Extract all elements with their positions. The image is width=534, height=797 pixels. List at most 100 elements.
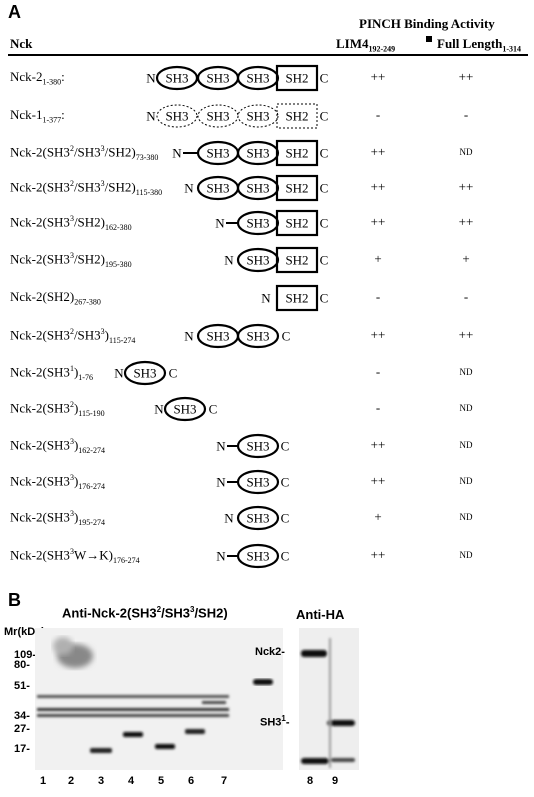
construct-label: Nck-11-377: [10, 107, 65, 125]
label-sh3-1: SH31- [260, 714, 290, 729]
full-length-activity: ++ [458, 69, 474, 84]
construct-label: Nck-21-380: [10, 69, 65, 87]
construct-label: Nck-2(SH31)1-76 [10, 364, 93, 382]
lim4-activity: ++ [370, 179, 386, 194]
sh3-domain-label: SH3 [246, 109, 269, 124]
full-length-activity: ++ [458, 327, 474, 342]
c-terminus: C [320, 216, 329, 231]
c-terminus: C [281, 439, 290, 454]
full-length-activity: ND [459, 440, 473, 450]
full-length-activity: - [463, 107, 469, 122]
sh3-domain [123, 360, 167, 386]
construct-label: Nck-2(SH32/SH33)115-274 [10, 327, 136, 345]
sh3-domain [236, 469, 280, 495]
c-terminus: C [281, 549, 290, 564]
construct-label: Nck-2(SH32)115-190 [10, 400, 105, 418]
sh3-domain-label: SH3 [246, 253, 269, 268]
c-terminus: C [209, 402, 218, 417]
c-terminus: C [320, 181, 329, 196]
n-terminus: N [224, 253, 234, 268]
construct-label: Nck-2(SH33W→K)176-274 [10, 547, 140, 565]
full-length-activity: ND [459, 147, 473, 157]
lane-number: 1 [39, 775, 47, 787]
sh3-domain-label: SH3 [165, 109, 188, 124]
lane-number: 8 [306, 775, 314, 787]
full-length-activity: ND [459, 476, 473, 486]
lim4-activity: - [375, 107, 381, 122]
n-terminus: N [146, 71, 156, 86]
lane-number: 3 [97, 775, 105, 787]
sh2-domain [275, 174, 319, 202]
sh2-domain [276, 103, 318, 129]
sh2-domain-label: SH2 [285, 253, 308, 268]
n-terminus: N [114, 366, 124, 381]
sh3-domain-label: SH3 [165, 71, 188, 86]
lim4-column-header: LIM4192-249 [336, 36, 396, 54]
sh3-domain [236, 433, 280, 459]
c-terminus: C [320, 109, 329, 124]
sh3-domain-label: SH3 [206, 71, 229, 86]
lane-number: 6 [187, 775, 195, 787]
c-terminus: C [320, 146, 329, 161]
full-length-activity: ND [459, 550, 473, 560]
sh3-domain [236, 505, 280, 531]
marker-27: 27- [14, 723, 30, 735]
activity-title: PINCH Binding Activity [359, 16, 495, 31]
lim4-activity: ++ [370, 547, 386, 562]
panel-b-letter: B [8, 590, 21, 610]
sh2-domain-label: SH2 [285, 146, 308, 161]
lim4-activity: ++ [370, 144, 386, 159]
sh3-domain-label: SH3 [173, 402, 196, 417]
sh3-domain-label: SH3 [246, 475, 269, 490]
sh2-domain-label: SH2 [285, 291, 308, 306]
lane-number: 4 [127, 775, 135, 787]
full-length-activity: ND [459, 403, 473, 413]
n-terminus: N [215, 216, 225, 231]
sh2-domain-label: SH2 [285, 109, 308, 124]
lim4-activity: ++ [370, 214, 386, 229]
n-terminus: N [224, 511, 234, 526]
lim4-activity: + [374, 509, 382, 524]
n-terminus: N [216, 439, 226, 454]
n-terminus: N [184, 181, 194, 196]
n-terminus: N [216, 475, 226, 490]
sh3-domain-label: SH3 [246, 439, 269, 454]
lim4-activity: + [374, 251, 382, 266]
full-length-activity: + [462, 251, 470, 266]
sh2-domain-label: SH2 [285, 71, 308, 86]
construct-label: Nck-2(SH33)195-274 [10, 509, 105, 527]
sh2-domain-label: SH2 [285, 181, 308, 196]
lane-number: 7 [220, 775, 228, 787]
panel-a-letter: A [8, 2, 21, 22]
sh3-domain-label: SH3 [206, 109, 229, 124]
construct-label: Nck-2(SH33)176-274 [10, 473, 105, 491]
full-length-activity: ND [459, 512, 473, 522]
marker-109: 109- [14, 649, 37, 661]
header-rule [8, 54, 528, 56]
lane-number: 9 [331, 775, 339, 787]
n-terminus: N [154, 402, 164, 417]
full-length-activity: ND [459, 367, 473, 377]
sh3-domain-label: SH3 [133, 366, 156, 381]
full-length-activity: - [463, 289, 469, 304]
construct-label: Nck-2(SH32/SH33/SH2)115-380 [10, 179, 163, 197]
header-square-marker [426, 36, 432, 42]
n-terminus: N [172, 146, 182, 161]
full-length-activity: ++ [458, 179, 474, 194]
construct-label: Nck-2(SH32/SH33/SH2)73-380 [10, 144, 159, 162]
lim4-activity: - [375, 400, 381, 415]
lim4-activity: ++ [370, 437, 386, 452]
n-terminus: N [146, 109, 156, 124]
full-length-activity: ++ [458, 214, 474, 229]
sh2-domain [275, 139, 319, 167]
c-terminus: C [320, 71, 329, 86]
marker-80: 80- [14, 659, 30, 671]
lane-number: 5 [157, 775, 165, 787]
c-terminus: C [169, 366, 178, 381]
sh2-domain-label: SH2 [285, 216, 308, 231]
sh3-domain-label: SH3 [206, 181, 229, 196]
blot1-image [35, 628, 283, 770]
lim4-activity: ++ [370, 473, 386, 488]
c-terminus: C [281, 475, 290, 490]
c-terminus: C [281, 511, 290, 526]
